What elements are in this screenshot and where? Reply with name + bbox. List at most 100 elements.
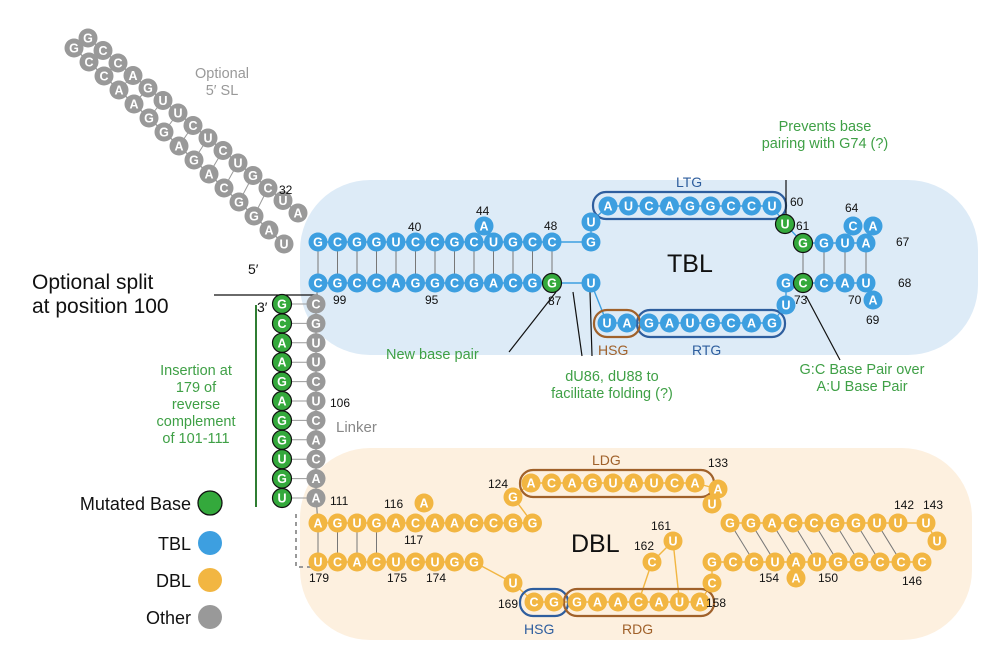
nucleotide-circle — [445, 552, 464, 572]
sl-nucleotide: U — [168, 103, 188, 123]
nucleotide-letter: C — [352, 277, 361, 291]
tbl-g-61-mutated: G — [792, 232, 814, 254]
nucleotide-circle — [306, 410, 326, 430]
nucleotide-circle — [464, 552, 484, 572]
nucleotide-letter: G — [644, 317, 654, 331]
nucleotide-circle — [583, 473, 602, 493]
nucleotide-letter: A — [391, 277, 400, 291]
nucleotide-circle — [367, 513, 386, 533]
linker-insertion-nucleotide: G — [271, 468, 293, 489]
nucleotide-circle — [273, 191, 293, 210]
nucleotide-letter: U — [430, 556, 439, 570]
legend-swatch — [198, 531, 222, 555]
dbl-hairpin-top: C — [783, 513, 803, 533]
dbl-stem-bottom-nucleotide: C — [367, 552, 386, 572]
dbl-hairpin-bottom: U — [807, 552, 827, 572]
dbl-hairpin-top: U — [867, 513, 887, 533]
nucleotide-letter: U — [158, 94, 167, 108]
ldg-nucleotide: C — [665, 473, 684, 493]
num-143: 143 — [923, 498, 943, 512]
dbl-stem-bottom-nucleotide: U — [386, 552, 406, 572]
nucleotide-letter: C — [411, 556, 420, 570]
nucleotide-circle — [702, 494, 722, 514]
tbl-u: U — [581, 212, 601, 232]
num-174: 174 — [426, 571, 446, 585]
sl-nucleotide: G — [78, 28, 98, 48]
dbl-stem-bottom-nucleotide: C — [328, 552, 347, 572]
nucleotide-circle — [642, 552, 662, 572]
nucleotide-letter: A — [861, 237, 870, 251]
rtg-nucleotide: C — [721, 313, 741, 333]
nucleotide-circle — [153, 91, 173, 110]
hsg-top-label: HSG — [598, 342, 628, 358]
rtg-nucleotide: G — [701, 313, 720, 333]
nucleotide-circle — [259, 220, 279, 240]
nucleotide-circle — [308, 513, 328, 533]
nucleotide-letter: U — [780, 218, 789, 232]
dbl-u-169: U — [503, 573, 523, 593]
linker-nucleotide: C — [306, 294, 326, 314]
nucleotide-circle — [347, 552, 367, 572]
nucleotide-letter: U — [391, 236, 400, 250]
num-162: 162 — [634, 539, 654, 553]
linker-insertion-nucleotide: C — [271, 313, 293, 334]
nucleotide-letter: U — [624, 200, 633, 214]
nucleotide-circle — [849, 552, 869, 572]
nucleotide-circle — [762, 313, 782, 333]
rdg-label: RDG — [622, 621, 653, 637]
dbl-stem-bottom-nucleotide: G — [445, 552, 464, 572]
nucleotide-circle — [306, 469, 326, 489]
nucleotide-circle — [786, 568, 806, 588]
sl-nucleotide: U — [274, 234, 294, 254]
rdg-nucleotide: A — [608, 592, 628, 612]
nucleotide-circle — [542, 473, 561, 493]
nucleotide-circle — [464, 273, 484, 293]
nucleotide-circle — [523, 513, 542, 533]
pointer-du86 — [572, 291, 583, 357]
dashed-connector — [295, 514, 316, 568]
sl-nucleotide: U — [228, 153, 248, 173]
nucleotide-letter: G — [333, 277, 343, 291]
nucleotide-circle — [199, 164, 219, 184]
tbl-stem-bottom-nucleotide: C — [347, 273, 367, 293]
tbl-hairpin-top: A — [856, 233, 876, 253]
nucleotide-letter: A — [665, 317, 674, 331]
nucleotide-circle — [228, 153, 248, 173]
linker-label: Linker — [336, 419, 377, 436]
nucleotide-letter: C — [113, 57, 122, 71]
legend-label: Mutated Base — [80, 494, 191, 514]
nucleotide-circle — [701, 196, 720, 216]
nucleotide-circle — [856, 233, 876, 253]
nucleotide-letter: C — [219, 182, 228, 196]
tbl-u-60-mutated: U — [774, 213, 796, 235]
nucleotide-letter: G — [707, 556, 717, 570]
sl-nucleotide: G — [64, 38, 84, 58]
nucleotide-circle — [588, 592, 607, 612]
nucleotide-letter: U — [861, 277, 870, 291]
nucleotide-letter: G — [706, 317, 716, 331]
dbl-stem-bottom-nucleotide: U — [425, 552, 445, 572]
tbl-stem-top-nucleotide: G — [308, 232, 328, 252]
tbl-stem-top-nucleotide: C — [523, 232, 542, 252]
dbl-hairpin-top: A — [762, 513, 782, 533]
num-73: 73 — [794, 293, 808, 307]
nucleotide-circle — [863, 290, 883, 310]
nucleotide-letter: A — [479, 220, 488, 234]
nucleotide-letter: G — [430, 277, 440, 291]
nucleotide-letter: C — [313, 277, 322, 291]
num-69: 69 — [866, 313, 880, 327]
dbl-u: U — [702, 494, 722, 514]
nucleotide-letter: C — [411, 517, 420, 531]
nucleotide-circle — [328, 513, 347, 533]
rtg-label: RTG — [692, 342, 721, 358]
annotation-line: of 101-111 — [162, 431, 229, 447]
connector-lines — [214, 294, 318, 568]
tbl-stem-bottom-nucleotide: C — [445, 273, 464, 293]
tbl-stem-top-nucleotide: C — [464, 232, 484, 252]
nucleotide-letter: U — [278, 194, 287, 208]
nucleotide-letter: G — [277, 472, 287, 486]
ldg-nucleotide: U — [644, 473, 664, 493]
nucleotide-circle — [639, 313, 659, 333]
